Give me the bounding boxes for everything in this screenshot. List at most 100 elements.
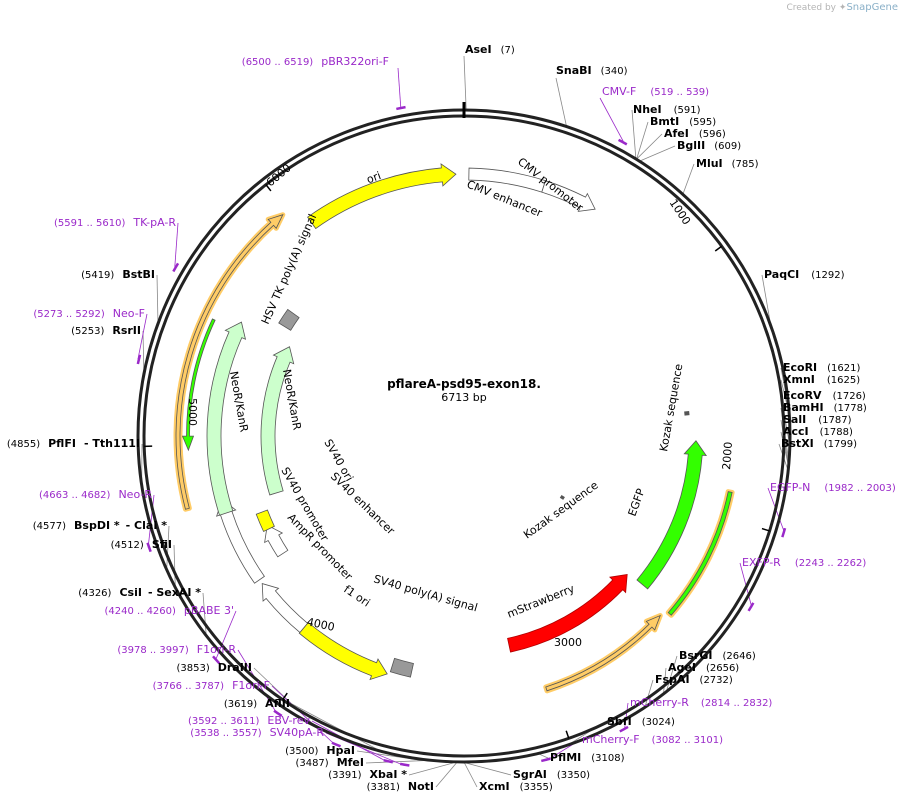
tick-label: 3000 (554, 636, 582, 649)
enzyme-name: FspAI (655, 673, 690, 686)
primer-range: (3538 .. 3557) (190, 728, 262, 739)
primer-range: (5591 .. 5610) (54, 218, 126, 229)
enzyme-name: MfeI (337, 756, 364, 769)
enzyme-position: (4577) (33, 521, 66, 532)
svg-text:(3487)MfeI: (3487) MfeI (295, 756, 364, 769)
enzyme-alias: - SexAI * (148, 586, 201, 599)
feature-neor-inner (260, 346, 295, 496)
enzyme-position: (2646) (722, 651, 755, 662)
primer-mark (331, 741, 342, 748)
enzyme-leader (465, 762, 512, 776)
enzyme-position: (591) (674, 105, 701, 116)
enzyme-name: SbfI (607, 715, 632, 728)
primer-layer (136, 105, 787, 767)
primer-leader (137, 313, 148, 360)
svg-text:(4663 .. 4682)Neo-R: (4663 .. 4682)Neo-R (39, 488, 152, 501)
primer-mark (617, 138, 628, 146)
feature-mstrawberry (507, 573, 628, 653)
primer-range: (3082 .. 3101) (652, 735, 724, 746)
credit-brand: SnapGene (846, 2, 898, 13)
enzyme-name: BglII (677, 139, 705, 152)
enzyme-position: (2732) (700, 675, 733, 686)
primer-leader (271, 685, 337, 746)
svg-text:(4326)CsiI- SexAI *: (4326) CsiI - SexAI * (78, 586, 201, 599)
primer-range: (4663 .. 4682) (39, 490, 111, 501)
svg-text:EGFP-N(1982 .. 2003): EGFP-N (1982 .. 2003) (770, 481, 896, 494)
enzyme-name: AgeI (668, 661, 696, 674)
enzyme-position: (3487) (295, 758, 328, 769)
enzyme-position: (3355) (520, 782, 553, 793)
enzyme-name: EcoRV (783, 389, 822, 402)
primer-name: TK-pA-R (132, 216, 176, 229)
enzyme-position: (596) (699, 129, 726, 140)
enzyme-leader (631, 109, 637, 158)
enzyme-position: (1799) (824, 439, 857, 450)
svg-text:FspAI(2732): FspAI (2732) (655, 673, 733, 686)
enzyme-position: (1625) (827, 375, 860, 386)
enzyme-name: BamHI (783, 401, 824, 414)
enzyme-labels: AseI(7) SnaBI(340) NheI(591) BmtI(595) A… (7, 43, 867, 793)
enzyme-position: (1726) (833, 391, 866, 402)
primer-mark (383, 758, 394, 764)
primer-name: CMV-F (602, 85, 636, 98)
primer-leader (147, 494, 155, 548)
svg-text:BstXI(1799): BstXI(1799) (781, 437, 857, 450)
enzyme-position: (1621) (827, 363, 860, 374)
enzyme-name: EcoRI (783, 361, 817, 374)
primer-mark (273, 709, 283, 717)
enzyme-name: NotI (408, 780, 434, 793)
primer-name: SV40pA-R (270, 726, 325, 739)
enzyme-leader (142, 330, 145, 370)
primer-mark (541, 757, 551, 763)
primer-range: (1982 .. 2003) (824, 483, 896, 494)
feature-label-ori: ori (365, 169, 383, 186)
feature-label-kozak-2: Kozak sequence (521, 479, 601, 542)
svg-text:(3619)AflII: (3619)AflII (224, 697, 290, 710)
enzyme-position: (2656) (706, 663, 739, 674)
feature-thin-green-left (181, 318, 216, 452)
svg-text:mCherry-R(2814 .. 2832): mCherry-R(2814 .. 2832) (630, 696, 772, 709)
plasmid-size: 6713 bp (441, 391, 486, 404)
svg-text:XcmI(3355): XcmI(3355) (479, 780, 553, 793)
enzyme-name: SgrAI (513, 768, 547, 781)
svg-text:(3391)XbaI *: (3391)XbaI * (328, 768, 407, 781)
enzyme-name: BstBI (122, 268, 155, 281)
svg-text:(3766 .. 3787)F1ori-F: (3766 .. 3787)F1ori-F (153, 679, 270, 692)
enzyme-leader (539, 753, 549, 759)
enzyme-position: (1787) (818, 415, 851, 426)
enzyme-position: (4326) (78, 588, 111, 599)
feature-f1-ori (298, 621, 388, 681)
feature-label-sv40-polya: SV40 poly(A) signal (372, 572, 479, 614)
enzyme-position: (5419) (81, 270, 114, 281)
enzyme-position: (3350) (557, 770, 590, 781)
enzyme-name: CsiI (119, 586, 141, 599)
enzyme-leader (166, 525, 170, 572)
enzyme-position: (3619) (224, 699, 257, 710)
feature-ori (307, 163, 457, 230)
primer-mark (399, 762, 410, 767)
enzyme-position: (3853) (176, 663, 209, 674)
enzyme-alias: - ClaI * (126, 519, 168, 532)
svg-text:(6500 .. 6519)pBR322ori-F: (6500 .. 6519)pBR322ori-F (242, 55, 389, 68)
enzyme-name: SfiI (152, 538, 172, 551)
primer-name: EGFP-N (770, 481, 810, 494)
enzyme-position: (1778) (834, 403, 867, 414)
enzyme-position: (3108) (591, 753, 624, 764)
enzyme-leader (636, 133, 663, 159)
feature-hsv-tk-polya (278, 308, 300, 331)
tick-label: 5000 (186, 398, 199, 426)
svg-text:(3853)DraIII: (3853)DraIII (176, 661, 252, 674)
enzyme-position: (595) (689, 117, 716, 128)
primer-mark (136, 354, 142, 365)
svg-text:AseI(7): AseI(7) (465, 43, 515, 56)
svg-text:AgeI(2656): AgeI (2656) (668, 661, 739, 674)
enzyme-position: (3391) (328, 770, 361, 781)
enzyme-leader (662, 667, 667, 696)
primer-name: mCherry-F (582, 733, 640, 746)
enzyme-name: PflFI (48, 437, 76, 450)
svg-text:SnaBI(340): SnaBI(340) (556, 64, 628, 77)
credit-prefix: Created by (786, 3, 837, 13)
enzyme-position: (340) (601, 66, 628, 77)
feature-label-kozak-1: Kozak sequence (657, 363, 685, 453)
svg-text:AfeI(596): AfeI(596) (664, 127, 726, 140)
